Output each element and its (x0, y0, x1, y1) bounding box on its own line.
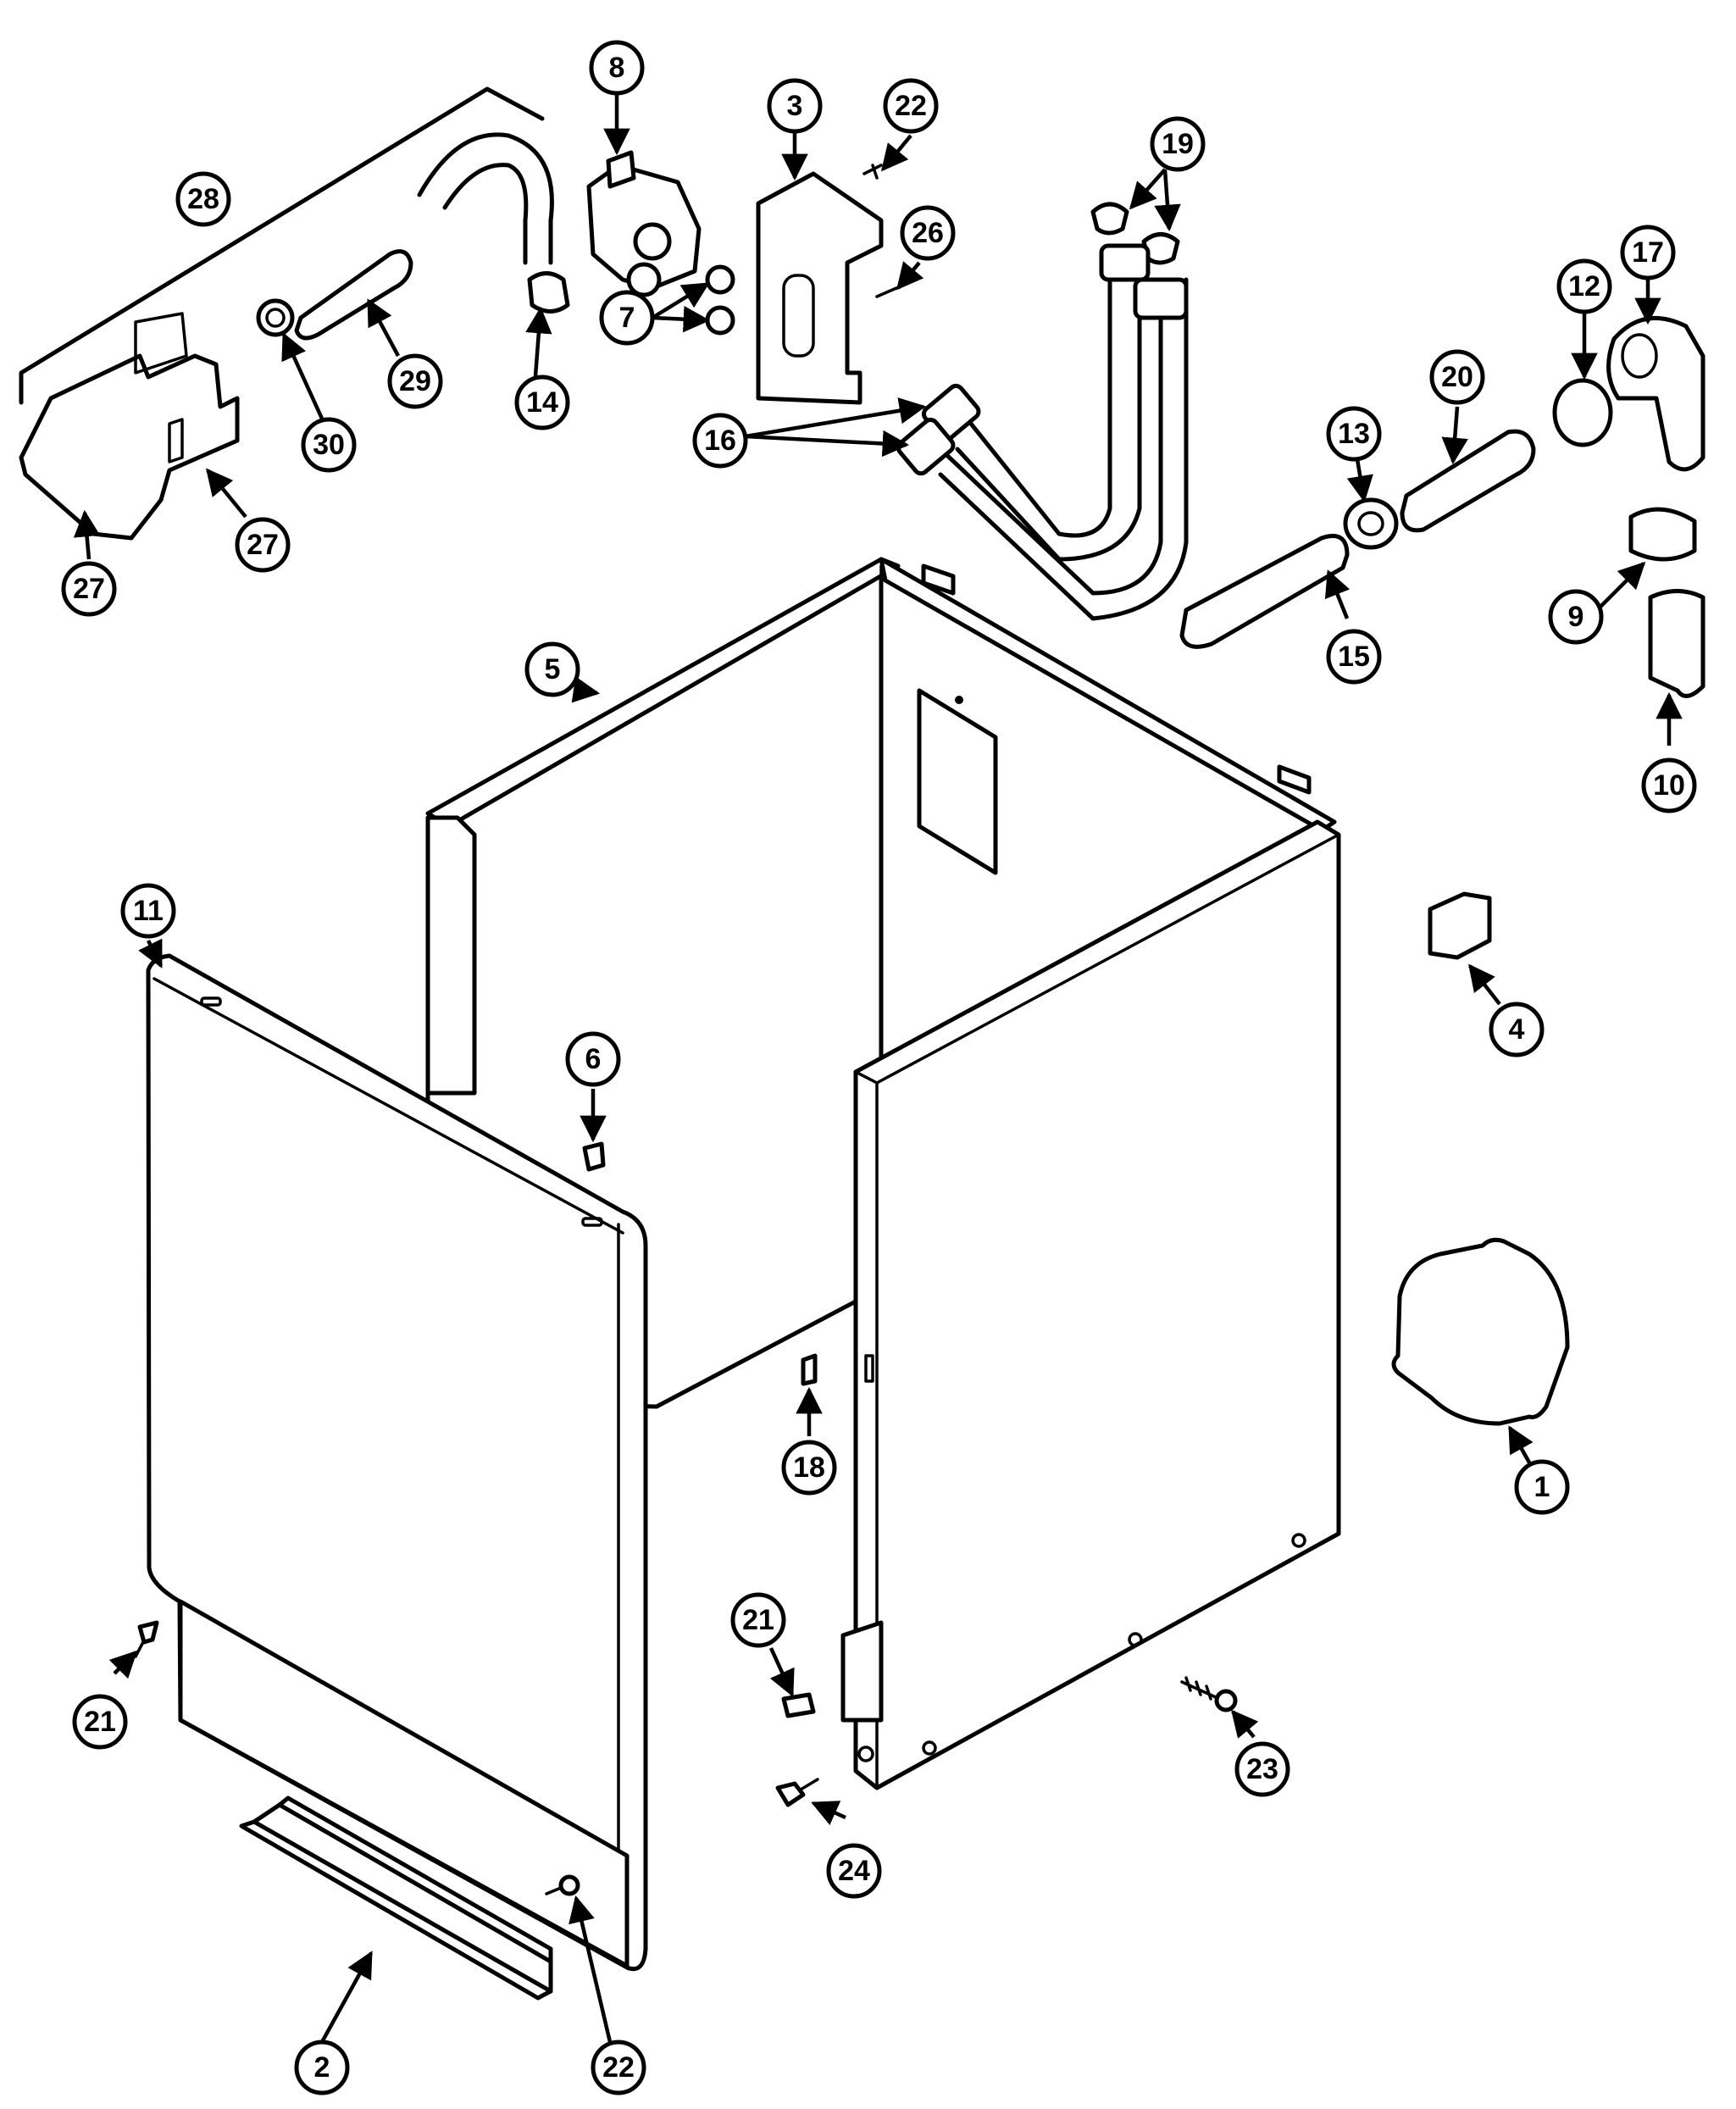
callout-4: 4 (1489, 1002, 1545, 1057)
callout-text-11: 11 (133, 895, 164, 927)
callout-text-3: 3 (787, 90, 803, 122)
callout-3: 3 (767, 78, 823, 134)
callout-text-9: 9 (1568, 601, 1584, 633)
callout-text-1: 1 (1534, 1471, 1550, 1503)
callout-text-20: 20 (1441, 361, 1473, 393)
callout-16: 16 (692, 413, 748, 469)
callout-8: 8 (589, 40, 645, 96)
callout-text-18: 18 (793, 1451, 825, 1484)
callout-5: 5 (524, 641, 580, 697)
callout-19: 19 (1150, 116, 1206, 172)
callout-text-28: 27 (247, 529, 279, 561)
callout-13: 13 (1326, 406, 1382, 462)
callout-text-13: 13 (1338, 418, 1370, 450)
callout-2: 2 (294, 2040, 350, 2095)
callout-31: 30 (301, 417, 357, 473)
callout-text-10: 10 (1653, 769, 1685, 802)
top-parts (19, 86, 1705, 698)
callout-23: 22 (883, 78, 939, 134)
callout-text-2: 2 (314, 2051, 330, 2084)
callout-text-6: 6 (585, 1043, 602, 1075)
callout-21-right: 21 (730, 1592, 786, 1648)
callout-text-17: 17 (1632, 236, 1664, 269)
leader-lines (73, 93, 1683, 2044)
callout-text-7: 7 (619, 302, 635, 334)
callout-17: 17 (1620, 225, 1676, 280)
callout-text-27: 27 (73, 573, 105, 605)
callout-text-26: 26 (912, 217, 944, 249)
front-panel (146, 953, 648, 1972)
callout-18: 18 (781, 1440, 837, 1496)
callout-text-25: 24 (838, 1855, 870, 1887)
callout-29: 28 (175, 171, 231, 227)
callout-9: 9 (1548, 589, 1604, 645)
callout-text-24: 23 (1246, 1753, 1278, 1785)
callout-text-30: 29 (399, 365, 431, 397)
callout-10: 10 (1641, 758, 1697, 813)
toe-kick-bracket (239, 1795, 553, 2001)
callout-text-15: 15 (1338, 641, 1370, 673)
callout-text-14: 14 (526, 386, 558, 419)
callout-20: 20 (1429, 349, 1485, 405)
callout-11: 11 (120, 883, 176, 939)
callout-26: 26 (900, 205, 956, 261)
callout-12: 12 (1556, 258, 1612, 314)
callout-text-22: 22 (602, 2051, 635, 2084)
callout-text-21-left: 21 (84, 1706, 116, 1738)
callout-24: 23 (1234, 1741, 1290, 1797)
callout-text-23: 22 (895, 90, 927, 122)
small-hardware (134, 891, 1570, 1896)
callout-labels: 8 3 22 26 19 28 7 29 14 30 16 27 27 13 2… (61, 40, 1697, 2095)
callout-25: 24 (826, 1843, 882, 1899)
callout-15: 15 (1326, 629, 1382, 685)
callout-text-12: 12 (1568, 270, 1600, 302)
callout-text-5: 5 (545, 653, 561, 685)
callout-28: 27 (235, 517, 291, 573)
callout-text-4: 4 (1509, 1013, 1525, 1046)
callout-6: 6 (565, 1031, 621, 1087)
callout-text-19: 19 (1162, 128, 1194, 160)
callout-27: 27 (61, 561, 117, 617)
callout-14: 14 (514, 375, 570, 430)
callout-text-31: 30 (313, 429, 345, 461)
callout-text-29: 28 (187, 183, 219, 215)
callout-30: 29 (387, 353, 443, 409)
callout-7: 7 (599, 290, 655, 346)
callout-text-21-right: 21 (742, 1604, 774, 1636)
callout-21-left: 21 (72, 1694, 128, 1750)
callout-1: 1 (1514, 1459, 1570, 1515)
callout-text-16: 16 (704, 425, 736, 457)
callout-22: 22 (591, 2040, 646, 2095)
callout-text-8: 8 (609, 52, 625, 84)
